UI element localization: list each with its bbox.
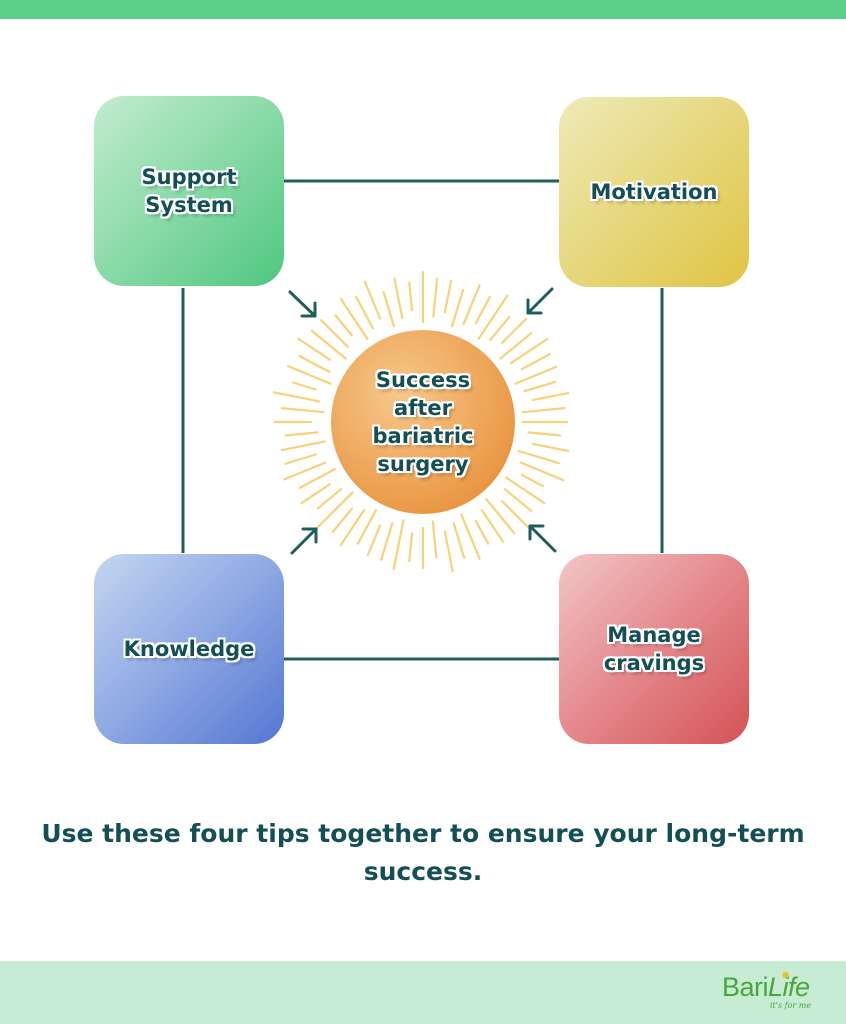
sunburst-ray [297, 337, 331, 361]
sunburst-ray [531, 442, 570, 452]
sunburst-ray [517, 449, 561, 465]
arrow-icon [288, 290, 317, 318]
sunburst-ray [450, 288, 465, 328]
sunburst-ray [283, 461, 327, 481]
sunburst-ray [531, 392, 570, 402]
sunburst-ray [432, 277, 439, 318]
arrow-icon [528, 524, 557, 553]
sunburst-ray [485, 498, 516, 535]
sunburst-ray [339, 297, 369, 340]
sunburst-ray [431, 520, 438, 559]
sunburst-ray [380, 522, 394, 561]
node-knowledge-label: Knowledge [123, 637, 255, 661]
sunburst-ray [339, 509, 366, 547]
sunburst-ray [527, 431, 562, 437]
sunburst-ray [489, 315, 511, 342]
sunburst-ray [505, 476, 546, 505]
sunburst-ray [519, 461, 565, 482]
sunburst-ray [300, 483, 331, 505]
sunburst-ray [523, 380, 557, 393]
sunburst-ray [291, 381, 317, 391]
sunburst-ray [382, 290, 396, 328]
node-motivation-label: Motivation [590, 180, 718, 204]
sunburst-ray [480, 509, 505, 543]
sunburst-ray [462, 284, 481, 326]
sunburst-ray [314, 491, 354, 531]
sunburst-ray [408, 281, 414, 312]
sunburst-ray [392, 518, 405, 571]
top-bar [0, 0, 846, 19]
barilife-logo: BariLife ✸ it's for me [722, 969, 827, 1012]
sunburst-ray [287, 365, 332, 385]
center-success-node: Success after bariatric surgery [331, 330, 515, 514]
sunburst-ray [499, 332, 533, 360]
sunburst-ray [284, 431, 319, 437]
sunburst-ray [331, 507, 353, 533]
sunburst-ray [393, 277, 404, 320]
sunburst-ray [474, 295, 491, 325]
sunburst-ray [501, 500, 531, 530]
node-support-system-label: Support System [141, 165, 237, 217]
sunburst-ray [510, 337, 549, 365]
sunburst-ray [363, 280, 382, 320]
sunburst-ray [520, 473, 545, 488]
star-icon: ✸ [781, 969, 791, 982]
sunburst-ray [408, 532, 414, 563]
sunburst-ray [514, 365, 558, 385]
arrow-icon [526, 287, 554, 315]
bottom-bar [0, 961, 846, 1024]
sunburst-ray [280, 440, 326, 452]
logo-tagline: it's for me [770, 1001, 812, 1010]
sunburst-ray [298, 468, 336, 490]
node-manage-cravings-label: Manage cravings [603, 623, 705, 675]
sunburst-ray [355, 295, 375, 330]
sunburst-ray [356, 509, 377, 545]
connector-lines [181, 179, 664, 661]
sunburst-ray [443, 279, 453, 314]
caption: Use these four tips together to ensure y… [41, 819, 805, 886]
sunburst-ray [460, 513, 481, 560]
sunburst-ray [474, 519, 490, 545]
sunburst-ray [280, 407, 325, 414]
logo-life: Life [768, 972, 810, 1002]
sunburst-ray [310, 329, 347, 360]
arrow-icon [290, 527, 318, 555]
sunburst-ray [298, 354, 331, 374]
sunburst-ray [320, 319, 350, 349]
sunburst-ray [477, 294, 509, 340]
sunburst-ray [443, 530, 454, 573]
sunburst-ray [366, 524, 382, 557]
logo-wordmark: BariLife [722, 972, 810, 1003]
node-knowledge: Knowledge [94, 554, 284, 744]
node-motivation: Motivation [559, 97, 749, 287]
node-support-system: Support System [94, 96, 284, 286]
sunburst-ray [272, 391, 321, 403]
sunburst-ray [316, 488, 343, 510]
sunburst-ray [521, 407, 566, 414]
sunburst-ray [503, 488, 533, 512]
sunburst-ray [334, 314, 353, 337]
node-manage-cravings: Manage cravings [559, 554, 749, 744]
logo-bari: Bari [722, 972, 769, 1002]
sunburst-ray [284, 453, 317, 465]
sunburst-ray [520, 353, 552, 371]
sunburst-icon [272, 270, 570, 573]
sunburst-ray [501, 317, 528, 344]
center-success-label: Success after bariatric surgery [372, 368, 474, 476]
sunburst-ray [452, 522, 466, 560]
